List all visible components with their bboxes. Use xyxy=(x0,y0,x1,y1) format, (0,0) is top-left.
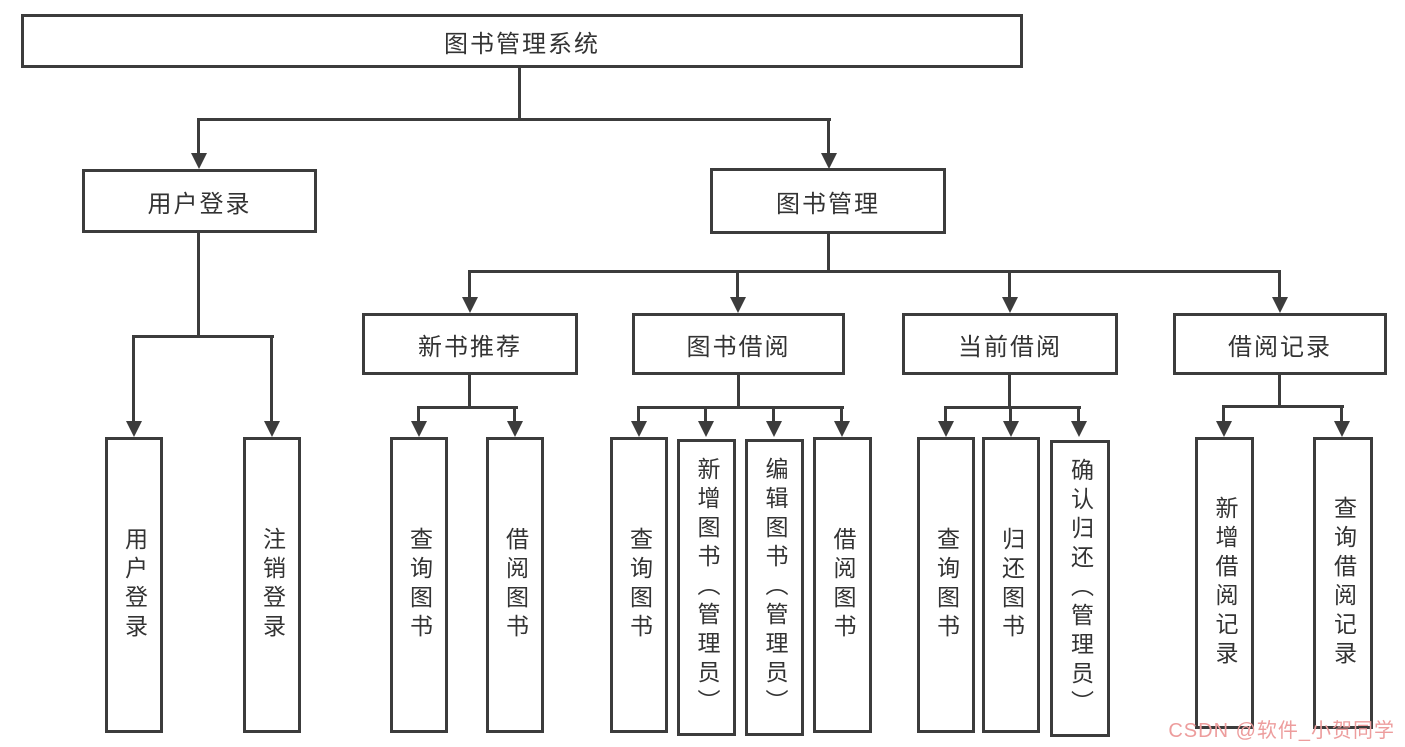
arrowhead-down-icon xyxy=(1003,421,1019,437)
connector-vline xyxy=(1008,272,1011,298)
arrowhead-down-icon xyxy=(938,421,954,437)
connector-hline xyxy=(944,406,1081,409)
arrowhead-down-icon xyxy=(821,153,837,169)
arrowhead-down-icon xyxy=(1334,421,1350,437)
connector-vline xyxy=(1008,375,1011,408)
arrowhead-down-icon xyxy=(126,421,142,437)
node-edit-book-admin: 编辑图书（管理员） xyxy=(745,439,804,736)
connector-vline xyxy=(1009,407,1012,422)
arrowhead-down-icon xyxy=(698,421,714,437)
connector-vline xyxy=(132,337,135,423)
connector-vline xyxy=(772,407,775,422)
node-recommend-query-book: 查询图书 xyxy=(390,437,448,733)
connector-hline xyxy=(637,406,844,409)
arrowhead-down-icon xyxy=(1071,421,1087,437)
node-user-login: 用户登录 xyxy=(82,169,317,233)
connector-vline xyxy=(1340,406,1343,422)
connector-vline xyxy=(518,68,521,121)
node-borrow-record: 借阅记录 xyxy=(1173,313,1387,375)
watermark: CSDN @软件_小贺同学 xyxy=(1168,720,1395,742)
arrowhead-down-icon xyxy=(1216,421,1232,437)
connector-vline xyxy=(827,234,830,273)
connector-vline xyxy=(197,120,200,154)
arrowhead-down-icon xyxy=(766,421,782,437)
connector-vline xyxy=(270,337,273,423)
connector-vline xyxy=(513,407,516,422)
arrowhead-down-icon xyxy=(834,421,850,437)
connector-vline xyxy=(468,375,471,408)
arrowhead-down-icon xyxy=(1002,297,1018,313)
connector-hline xyxy=(197,118,831,121)
node-root: 图书管理系统 xyxy=(21,14,1023,68)
connector-hline xyxy=(132,335,274,338)
connector-vline xyxy=(1278,375,1281,407)
node-new-book-recommend: 新书推荐 xyxy=(362,313,578,375)
connector-vline xyxy=(840,407,843,422)
node-current-borrow: 当前借阅 xyxy=(902,313,1118,375)
arrowhead-down-icon xyxy=(411,421,427,437)
arrowhead-down-icon xyxy=(462,297,478,313)
node-borrow-query-book: 查询图书 xyxy=(610,437,668,733)
arrowhead-down-icon xyxy=(264,421,280,437)
arrowhead-down-icon xyxy=(507,421,523,437)
connector-vline xyxy=(827,120,830,154)
node-book-borrow: 图书借阅 xyxy=(632,313,845,375)
connector-vline xyxy=(468,272,471,298)
connector-vline xyxy=(197,233,200,337)
node-borrow-borrow-book: 借阅图书 xyxy=(813,437,872,733)
node-add-book-admin: 新增图书（管理员） xyxy=(677,439,736,736)
node-login-action: 用户登录 xyxy=(105,437,163,733)
connector-vline xyxy=(704,407,707,422)
node-logout-action: 注销登录 xyxy=(243,437,301,733)
connector-vline xyxy=(737,375,740,408)
node-book-management: 图书管理 xyxy=(710,168,946,234)
connector-vline xyxy=(1278,272,1281,298)
node-return-book: 归还图书 xyxy=(982,437,1040,733)
connector-hline xyxy=(417,406,518,409)
connector-vline xyxy=(417,407,420,422)
node-confirm-return-admin: 确认归还（管理员） xyxy=(1050,440,1110,737)
node-add-borrow-record: 新增借阅记录 xyxy=(1195,437,1254,729)
node-query-borrow-record: 查询借阅记录 xyxy=(1313,437,1373,729)
arrowhead-down-icon xyxy=(1272,297,1288,313)
node-recommend-borrow-book: 借阅图书 xyxy=(486,437,544,733)
connector-hline xyxy=(1222,405,1344,408)
connector-vline xyxy=(1077,407,1080,422)
connector-vline xyxy=(944,407,947,422)
connector-vline xyxy=(736,272,739,298)
connector-vline xyxy=(1222,406,1225,422)
node-current-query-book: 查询图书 xyxy=(917,437,975,733)
arrowhead-down-icon xyxy=(191,153,207,169)
connector-hline xyxy=(468,270,1281,273)
arrowhead-down-icon xyxy=(730,297,746,313)
connector-vline xyxy=(637,407,640,422)
arrowhead-down-icon xyxy=(631,421,647,437)
